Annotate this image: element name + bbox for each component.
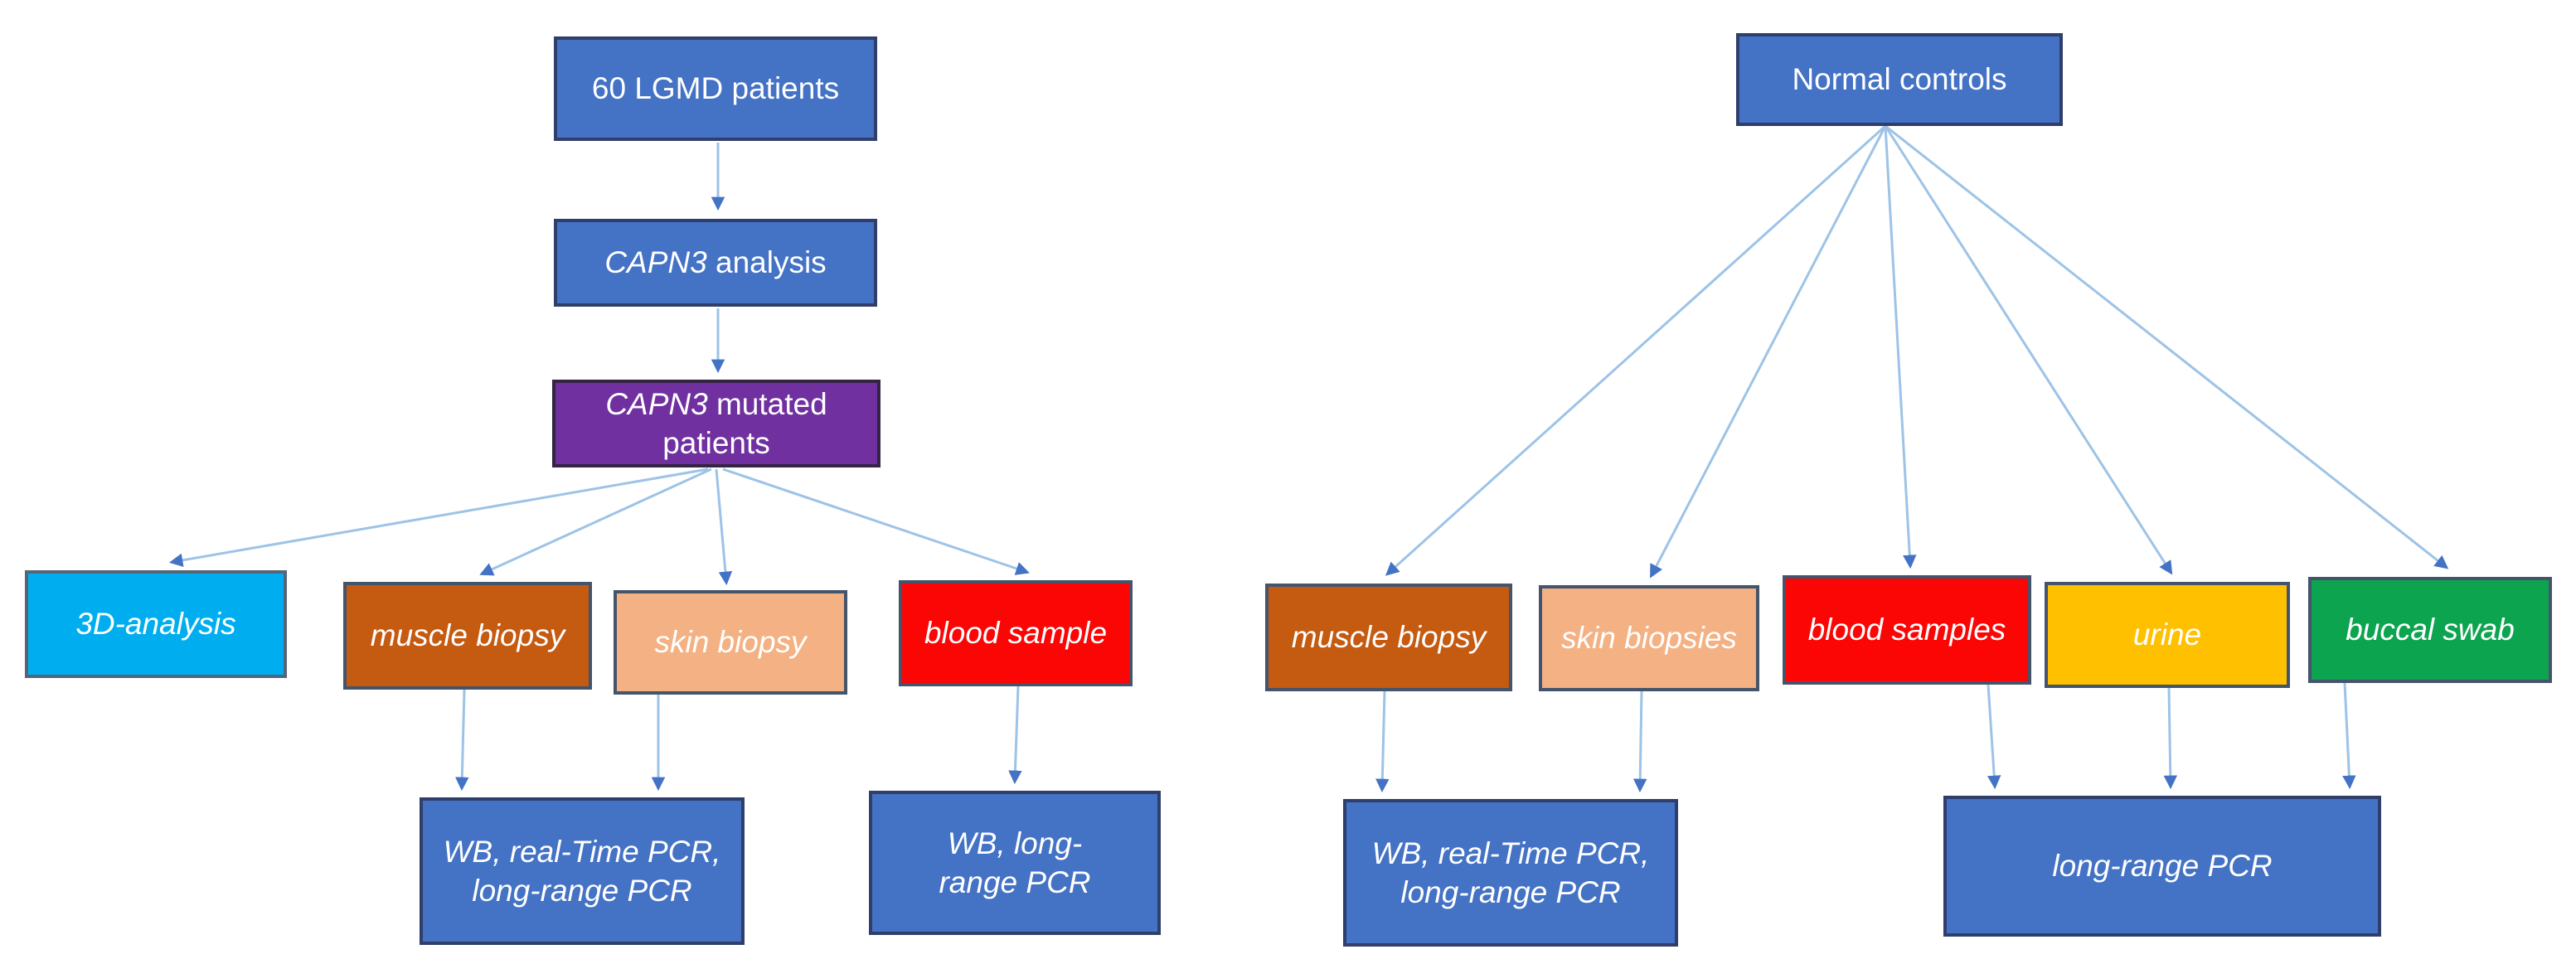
- edge-urine-controls-to-longrange-pcr-controls: [2163, 687, 2178, 790]
- edge-muscle-biopsy-controls-to-wb-realtime-longrange-controls: [1375, 690, 1390, 793]
- node-label-part: skin biopsies: [1561, 621, 1737, 656]
- node-urine-controls: urine: [2045, 582, 2290, 688]
- node-label-part: skin biopsy: [654, 625, 807, 660]
- node-label-part: CAPN3: [604, 245, 707, 280]
- node-label: WB, long-range PCR: [910, 824, 1119, 903]
- node-label-part: WB, long-range PCR: [939, 826, 1091, 899]
- node-label-part: 60 LGMD patients: [591, 71, 840, 106]
- node-label-part: CAPN3: [605, 386, 708, 421]
- node-label: 60 LGMD patients: [592, 69, 839, 108]
- node-blood-sample-patients: blood sample: [899, 580, 1133, 686]
- node-lgmd-patients: 60 LGMD patients: [554, 36, 877, 141]
- node-label: CAPN3 mutated patients: [575, 385, 857, 463]
- edge-capn3-mutated-to-3d-analysis: [168, 467, 709, 568]
- node-label-part: urine: [2132, 618, 2202, 652]
- node-label: WB, real-Time PCR, long-range PCR: [436, 832, 728, 911]
- edge-group: [168, 124, 2449, 793]
- node-label-part: 3D-analysis: [75, 607, 236, 642]
- node-label-part: blood sample: [924, 616, 1108, 651]
- node-label: muscle biopsy: [1292, 618, 1486, 656]
- node-label-part: WB, real-Time PCR, long-range PCR: [443, 834, 730, 908]
- node-label-part: Normal controls: [1792, 62, 2007, 97]
- edge-blood-samples-controls-to-longrange-pcr-controls: [1987, 684, 2001, 790]
- edge-capn3-mutated-to-skin-biopsy-patients: [715, 468, 733, 586]
- edge-normal-controls-to-blood-samples-controls: [1884, 125, 1917, 569]
- node-label: skin biopsy: [654, 622, 806, 661]
- node-label-part: long-range PCR: [2052, 849, 2273, 884]
- node-label-part: mutated patients: [662, 386, 836, 460]
- node-muscle-biopsy-controls: muscle biopsy: [1265, 584, 1512, 691]
- node-label-part: analysis: [706, 245, 827, 280]
- edge-normal-controls-to-urine-controls: [1884, 125, 2173, 575]
- node-muscle-biopsy-patients: muscle biopsy: [343, 582, 592, 690]
- node-skin-biopsy-patients: skin biopsy: [614, 590, 847, 695]
- node-skin-biopsies-controls: skin biopsies: [1539, 585, 1759, 691]
- edge-skin-biopsies-controls-to-wb-realtime-longrange-controls: [1632, 690, 1647, 793]
- edge-normal-controls-to-skin-biopsies-controls: [1650, 125, 1887, 579]
- edge-normal-controls-to-muscle-biopsy-controls: [1385, 124, 1887, 576]
- node-label-part: WB, real-Time PCR, long-range PCR: [1371, 835, 1658, 909]
- node-label: blood sample: [924, 613, 1107, 652]
- edge-blood-sample-patients-to-wb-longrange-patients: [1008, 685, 1022, 785]
- edge-capn3-mutated-to-muscle-biopsy-patients: [479, 467, 712, 576]
- node-label: blood samples: [1808, 610, 2006, 649]
- edge-muscle-biopsy-patients-to-wb-realtime-longrange-patients: [455, 689, 469, 792]
- edge-capn3-mutated-to-blood-sample-patients: [722, 467, 1030, 575]
- node-normal-controls: Normal controls: [1736, 33, 2063, 126]
- node-3d-analysis: 3D-analysis: [25, 570, 287, 678]
- node-label-part: blood samples: [1807, 613, 2006, 647]
- node-longrange-pcr-controls: long-range PCR: [1943, 796, 2381, 937]
- node-label: 3D-analysis: [75, 604, 235, 643]
- node-label: urine: [2133, 615, 2201, 654]
- node-wb-realtime-longrange-controls: WB, real-Time PCR, long-range PCR: [1343, 799, 1678, 947]
- node-label: long-range PCR: [2052, 846, 2272, 885]
- node-wb-longrange-patients: WB, long-range PCR: [869, 791, 1161, 935]
- node-label: muscle biopsy: [371, 616, 565, 655]
- node-label-part: muscle biopsy: [370, 618, 565, 653]
- node-label: buccal swab: [2346, 610, 2515, 649]
- node-label-part: muscle biopsy: [1291, 620, 1487, 655]
- node-capn3-mutated: CAPN3 mutated patients: [552, 380, 880, 467]
- node-label: CAPN3 analysis: [604, 243, 826, 282]
- edge-buccal-swab-controls-to-longrange-pcr-controls: [2342, 682, 2356, 790]
- node-label: skin biopsies: [1561, 618, 1737, 657]
- edge-normal-controls-to-buccal-swab-controls: [1885, 124, 2449, 569]
- node-buccal-swab-controls: buccal swab: [2308, 577, 2552, 683]
- node-blood-samples-controls: blood samples: [1783, 575, 2031, 685]
- node-wb-realtime-longrange-patients: WB, real-Time PCR, long-range PCR: [420, 797, 745, 945]
- node-label: Normal controls: [1792, 60, 2006, 99]
- node-label-part: buccal swab: [2346, 613, 2515, 647]
- node-capn3-analysis: CAPN3 analysis: [554, 219, 877, 307]
- node-label: WB, real-Time PCR, long-range PCR: [1363, 834, 1658, 913]
